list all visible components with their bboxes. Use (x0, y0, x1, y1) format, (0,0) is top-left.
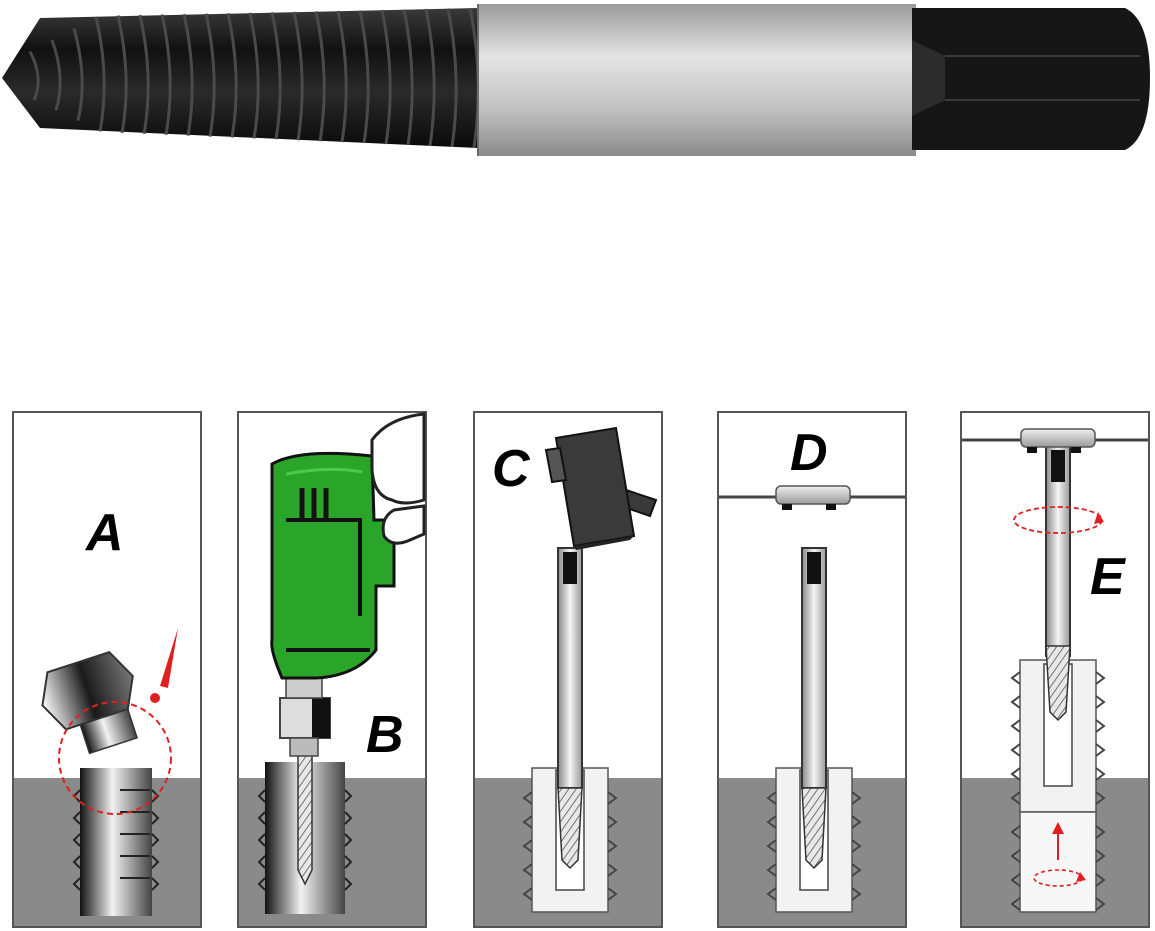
thread-ridge (336, 10, 348, 143)
thread-ridge (138, 14, 150, 135)
step-panel-d: D (717, 411, 907, 928)
power-drill (270, 412, 426, 680)
extractor-square-drive (912, 8, 1150, 150)
step-panel-c: C (473, 411, 663, 928)
break-highlight-circle (58, 701, 172, 815)
step-label-e: E (1090, 548, 1126, 606)
thread-ridge (292, 11, 304, 141)
hand (370, 412, 426, 505)
warning-icon (150, 628, 178, 703)
extractor-shank (478, 4, 916, 156)
thread-ridge (204, 13, 216, 137)
thread-ridge (380, 9, 392, 145)
broken-bolt-head (41, 651, 139, 755)
screw-extractor-product (2, 4, 1150, 156)
thread-ridge (424, 8, 436, 147)
thread-ridge (72, 28, 84, 122)
step-panel-a: A (12, 411, 202, 928)
step-label-d: D (790, 424, 828, 482)
step-panel-b: B (237, 411, 427, 928)
drill-bit (297, 753, 313, 886)
thread-ridge (402, 9, 414, 146)
tap-wrench (719, 485, 905, 510)
thread-ridge (270, 11, 282, 140)
step-label-a: A (84, 504, 124, 562)
thread-ridge (28, 50, 40, 101)
thread-ridge (226, 12, 238, 138)
screw-extractor-tool (557, 547, 583, 870)
step-panel-e: E (960, 411, 1150, 928)
thread-ridge (248, 12, 260, 139)
thread-ridge (358, 10, 370, 144)
thread-ridge (50, 39, 62, 111)
extract-up-arrow-icon (1033, 822, 1086, 887)
thread-ridge (314, 11, 326, 142)
screw-extractor-tool (801, 547, 827, 870)
step-label-b: B (366, 706, 404, 764)
thread-ridge (446, 8, 458, 147)
extractor-threaded-section (2, 7, 480, 148)
thread-ridge (116, 15, 128, 134)
screw-extractor-tool (1045, 445, 1071, 722)
hammer (544, 426, 658, 550)
tap-wrench (962, 428, 1148, 453)
thread-ridge (160, 14, 172, 135)
thread-ridge (182, 13, 194, 136)
step-label-c: C (492, 440, 531, 498)
thread-ridge (94, 16, 106, 132)
